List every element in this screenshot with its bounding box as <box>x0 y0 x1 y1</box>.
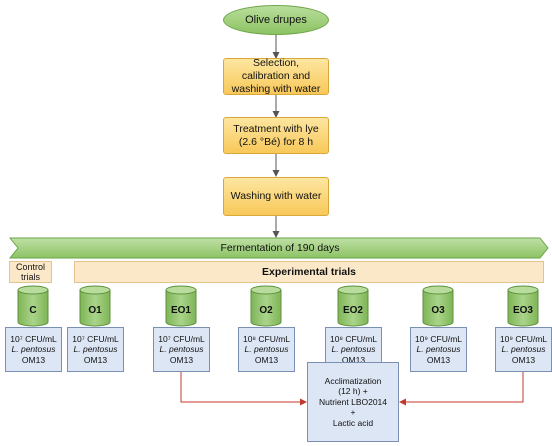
trial-conc: 10⁷ CFU/mL <box>72 333 119 344</box>
trial-species: L. pentosus <box>159 344 204 355</box>
control-trials-label: Control trials <box>15 262 45 282</box>
trial-id-label: C <box>29 305 37 316</box>
trial-species: L. pentosus <box>501 344 546 355</box>
acclimatization-line-4: + <box>350 407 356 418</box>
trial-species: L. pentosus <box>416 344 461 355</box>
step-1-label: Selection, calibration and washing with … <box>231 57 321 95</box>
trial-conc: 10⁸ CFU/mL <box>242 333 291 344</box>
trial-cylinder-o3 <box>422 285 454 327</box>
trial-species: L. pentosus <box>244 344 289 355</box>
experimental-trials-label: Experimental trials <box>262 266 356 278</box>
trial-strain: OM13 <box>21 354 46 365</box>
trial-id-label: O3 <box>431 305 445 316</box>
step-2-label: Treatment with lye (2.6 °Bé) for 8 h <box>233 122 319 148</box>
trial-strain: OM13 <box>83 354 108 365</box>
trial-cylinder-c <box>17 285 49 327</box>
red-line-eo1 <box>180 372 307 406</box>
trial-id-label: EO1 <box>170 305 191 316</box>
trial-conc: 10⁷ CFU/mL <box>10 333 57 344</box>
trial-cylinder-o1 <box>79 285 111 327</box>
trial-cylinder-eo3 <box>507 285 539 327</box>
trial-species: L. pentosus <box>11 344 56 355</box>
acclimatization-line-3: Nutrient LBO2014 <box>318 396 388 407</box>
trial-id-label: EO3 <box>512 305 533 316</box>
trial-id-label: EO2 <box>342 305 363 316</box>
step-washing: Washing with water <box>223 177 329 216</box>
trial-id-label: O1 <box>88 305 102 316</box>
trial-species: L. pentosus <box>331 344 376 355</box>
trial-id-label: O2 <box>259 305 273 316</box>
trial-conc: 10⁸ CFU/mL <box>329 333 378 344</box>
step-lye-treatment: Treatment with lye (2.6 °Bé) for 8 h <box>223 117 329 154</box>
control-trials-box: Control trials <box>9 261 52 283</box>
experimental-trials-box: Experimental trials <box>74 261 544 283</box>
fermentation-band <box>8 237 549 259</box>
trial-conc: 10⁹ CFU/mL <box>414 333 463 344</box>
trial-strain: OM13 <box>426 354 451 365</box>
start-node-olive-drupes: Olive drupes <box>223 5 329 35</box>
acclimatization-line-1: Acclimatization <box>324 375 382 386</box>
step-3-label: Washing with water <box>230 190 322 202</box>
trial-strain: OM13 <box>169 354 194 365</box>
trial-conc: 10⁷ CFU/mL <box>158 333 205 344</box>
trial-strain: OM13 <box>254 354 279 365</box>
trial-strain: OM13 <box>341 354 366 365</box>
trial-cylinder-eo2 <box>337 285 369 327</box>
trial-conc: 10⁹ CFU/mL <box>499 333 548 344</box>
step-selection-calibration: Selection, calibration and washing with … <box>223 57 329 95</box>
trial-cylinder-eo1 <box>165 285 197 327</box>
acclimatization-box: Acclimatization (12 h) + Nutrient LBO201… <box>307 362 399 442</box>
trial-strain: OM13 <box>511 354 536 365</box>
start-node-label: Olive drupes <box>245 14 307 26</box>
trial-cylinder-o2 <box>250 285 282 327</box>
red-line-eo3 <box>399 372 524 406</box>
trial-species: L. pentosus <box>73 344 118 355</box>
acclimatization-line-2: (12 h) + <box>338 386 368 397</box>
acclimatization-line-5: Lactic acid <box>332 417 374 428</box>
fermentation-label: Fermentation of 190 days <box>220 242 340 254</box>
